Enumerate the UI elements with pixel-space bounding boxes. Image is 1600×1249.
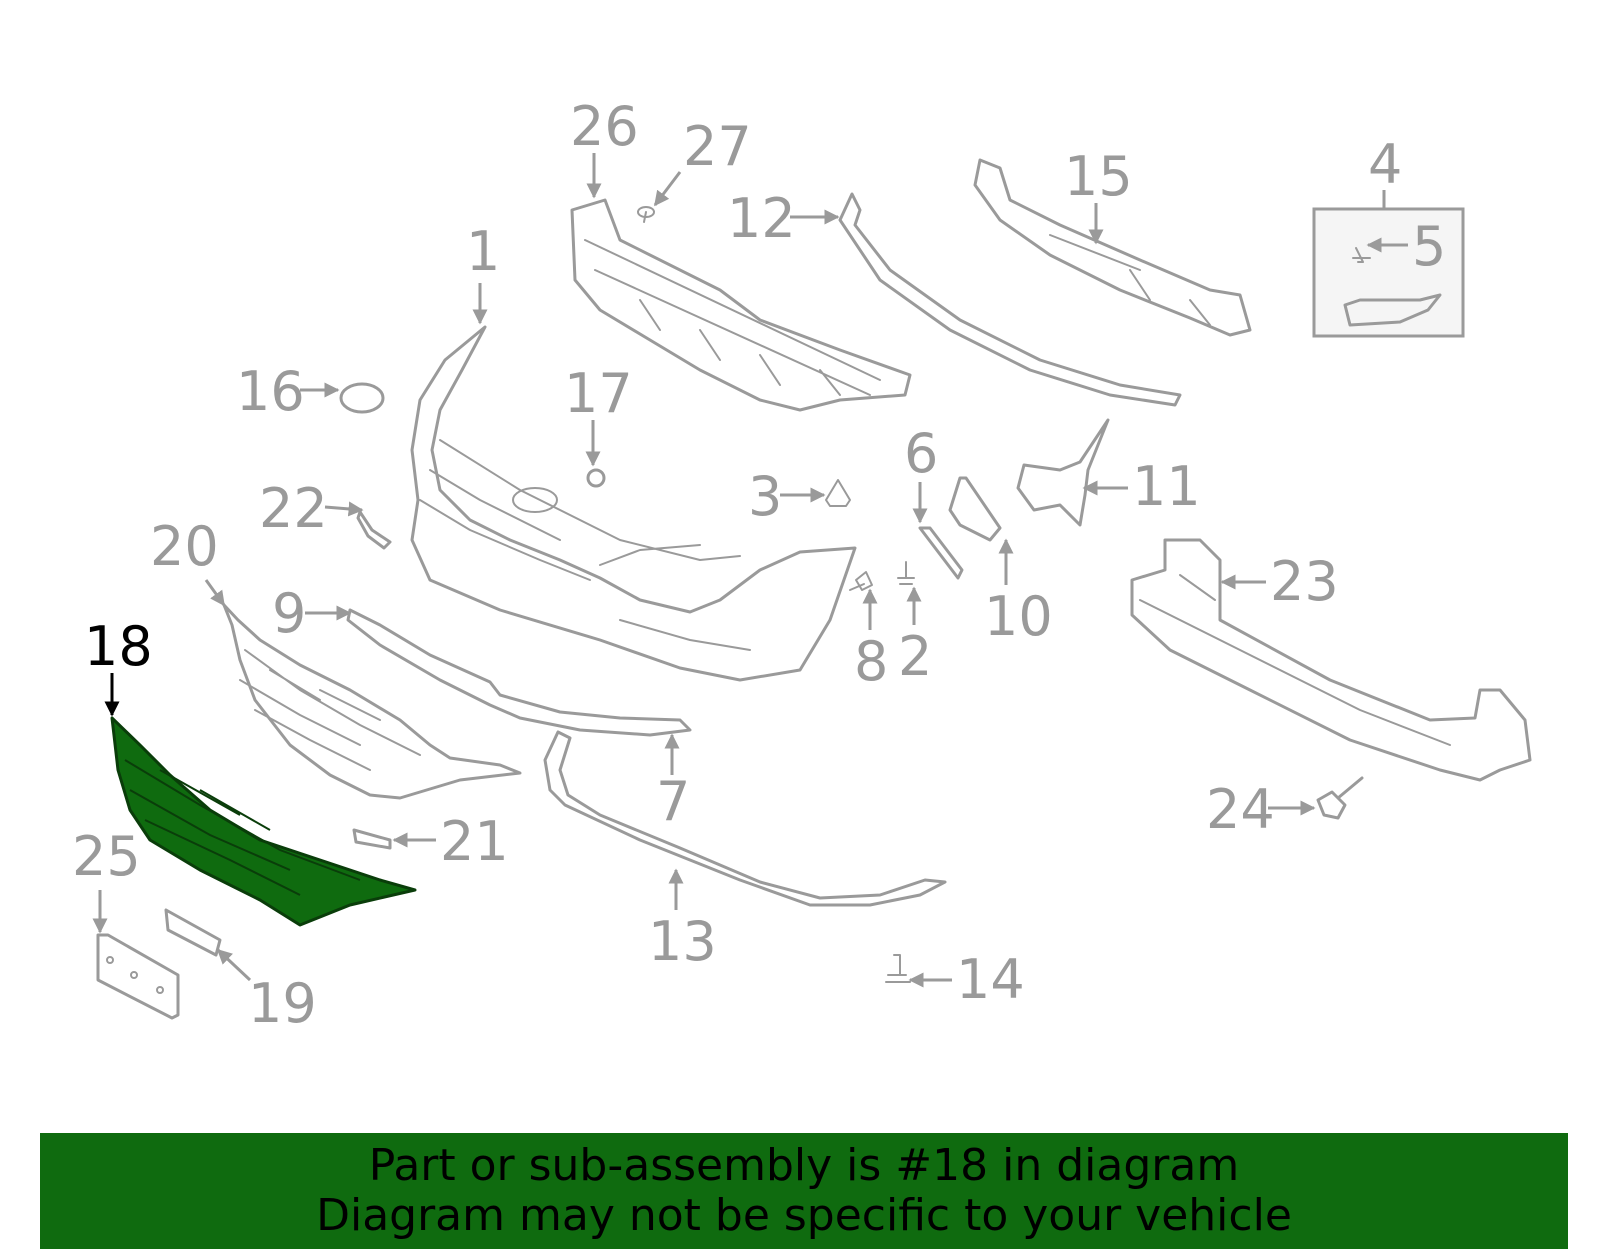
banner-line-1: Part or sub-assembly is #18 in diagram xyxy=(368,1140,1240,1191)
part-26-shape xyxy=(570,198,912,412)
part-16-shape xyxy=(339,382,385,414)
callout-6: 6 xyxy=(904,422,938,485)
part-22-shape xyxy=(356,510,392,550)
part-25-shape xyxy=(96,933,180,1020)
part-20-shape xyxy=(222,603,522,800)
part-12-shape xyxy=(838,192,1182,407)
part-24-shape xyxy=(1316,776,1364,820)
callout-17: 17 xyxy=(564,362,633,425)
callout-23: 23 xyxy=(1270,550,1339,613)
callout-10: 10 xyxy=(984,585,1053,648)
banner-line-2: Diagram may not be specific to your vehi… xyxy=(316,1190,1292,1241)
callout-14: 14 xyxy=(956,948,1025,1011)
part-23-shape xyxy=(1130,538,1532,782)
callout-20: 20 xyxy=(150,515,219,578)
callout-8: 8 xyxy=(854,630,888,693)
part-15-shape xyxy=(973,158,1252,337)
callout-18: 18 xyxy=(84,615,153,678)
part-3-shape xyxy=(825,479,851,507)
part-11-shape xyxy=(1016,418,1110,527)
callout-27: 27 xyxy=(683,115,752,178)
part-6-shape xyxy=(918,526,964,580)
callout-3: 3 xyxy=(748,465,782,528)
callout-24: 24 xyxy=(1206,778,1275,841)
callout-4: 4 xyxy=(1368,133,1402,196)
part-2-shape xyxy=(897,561,915,585)
callout-13: 13 xyxy=(648,910,717,973)
part-4-box xyxy=(1312,207,1465,338)
callout-16: 16 xyxy=(236,360,305,423)
callout-1: 1 xyxy=(466,220,500,283)
callout-7: 7 xyxy=(656,770,690,833)
callout-2: 2 xyxy=(898,625,932,688)
part-14-shape xyxy=(885,954,911,983)
part-18-shape xyxy=(110,716,417,927)
callout-12: 12 xyxy=(727,187,796,250)
part-27-shape xyxy=(637,206,655,223)
part-21-shape xyxy=(352,828,392,850)
part-13-shape xyxy=(543,730,947,907)
callout-11: 11 xyxy=(1132,455,1201,518)
callout-5: 5 xyxy=(1412,215,1446,278)
callout-21: 21 xyxy=(440,810,509,873)
callout-25: 25 xyxy=(72,825,141,888)
callout-19: 19 xyxy=(248,972,317,1035)
part-8-shape xyxy=(849,571,873,591)
callout-labels: 1 2 3 4 5 6 7 8 9 10 11 12 13 14 15 16 1… xyxy=(72,95,1446,1035)
callout-9: 9 xyxy=(272,582,306,645)
part-1-shape xyxy=(410,325,857,682)
part-19-shape xyxy=(164,908,222,957)
callout-26: 26 xyxy=(570,95,639,158)
callout-arrows xyxy=(92,153,1408,988)
part-17-shape xyxy=(586,468,606,488)
info-banner: Part or sub-assembly is #18 in diagram D… xyxy=(40,1133,1568,1249)
callout-22: 22 xyxy=(259,477,328,540)
part-9-shape xyxy=(346,608,692,737)
part-10-shape xyxy=(948,476,1002,542)
callout-15: 15 xyxy=(1064,145,1133,208)
